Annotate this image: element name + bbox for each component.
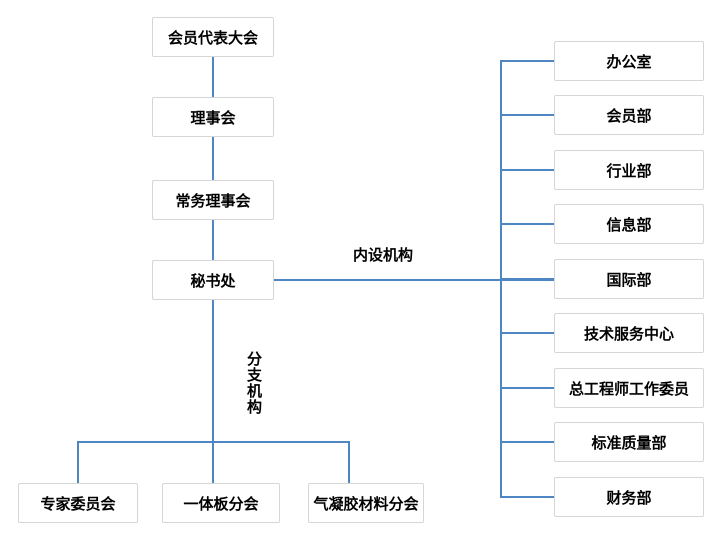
internal-stub-tech-service (500, 332, 554, 334)
node-secretariat: 秘书处 (152, 260, 274, 300)
node-integrated-panel-branch: 一体板分会 (162, 483, 280, 523)
node-international-dept: 国际部 (554, 259, 704, 299)
node-standards-quality-dept: 标准质量部 (554, 422, 704, 462)
node-aerogel-materials-branch: 气凝胶材料分会 (308, 483, 424, 523)
node-office: 办公室 (554, 41, 704, 81)
internal-stub-finance (500, 496, 554, 498)
internal-stub-industry (500, 169, 554, 171)
internal-stub-chief-engineer (500, 387, 554, 389)
branch-crossbar-line (78, 441, 350, 443)
label-internal-organizations: 内设机构 (353, 247, 414, 264)
connector-secretariat-branch-trunk (212, 300, 214, 483)
internal-stub-international (500, 278, 554, 280)
node-information-dept: 信息部 (554, 204, 704, 244)
connector-secretariat-internal (274, 279, 554, 281)
internal-stub-office (500, 60, 554, 62)
branch-stub-aerogel (348, 441, 350, 483)
node-chief-engineer-committee: 总工程师工作委员 (554, 368, 704, 408)
node-council: 理事会 (152, 97, 274, 137)
node-expert-committee: 专家委员会 (18, 483, 138, 523)
node-tech-service-center: 技术服务中心 (554, 313, 704, 353)
internal-stub-standards (500, 441, 554, 443)
node-member-congress: 会员代表大会 (152, 17, 274, 57)
connector-council-standing (212, 137, 214, 180)
internal-stub-information (500, 223, 554, 225)
node-membership-dept: 会员部 (554, 95, 704, 135)
internal-stub-membership (500, 114, 554, 116)
node-industry-dept: 行业部 (554, 150, 704, 190)
branch-stub-expert (77, 441, 79, 483)
node-finance-dept: 财务部 (554, 477, 704, 517)
node-standing-council: 常务理事会 (152, 180, 274, 220)
label-branch-organizations: 分支机构 (245, 351, 262, 415)
connector-congress-council (212, 57, 214, 97)
connector-standing-secretariat (212, 220, 214, 260)
